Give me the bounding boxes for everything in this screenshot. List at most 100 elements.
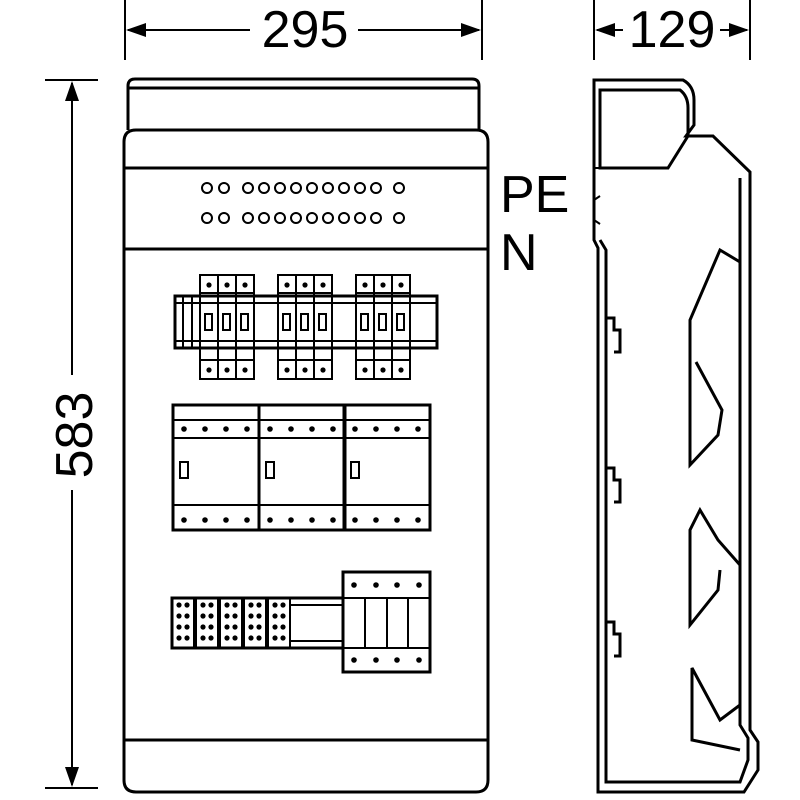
screw xyxy=(200,624,206,630)
screw xyxy=(267,517,273,523)
screw xyxy=(272,602,278,608)
screw xyxy=(320,367,326,373)
screw xyxy=(373,517,379,523)
pe-label: PE xyxy=(500,166,569,224)
toggle xyxy=(360,313,369,331)
screw xyxy=(223,517,229,523)
terminal-hole xyxy=(201,212,213,224)
side-profile-outer xyxy=(592,78,760,794)
terminal-column xyxy=(195,597,219,649)
toggle xyxy=(300,313,309,331)
screw xyxy=(280,613,286,619)
breaker-pole xyxy=(391,274,411,380)
toggle xyxy=(378,313,387,331)
screw xyxy=(176,624,182,630)
screw xyxy=(284,367,290,373)
screw xyxy=(248,613,254,619)
breaker-pole xyxy=(373,274,393,380)
screw xyxy=(302,282,308,288)
depth-dimension: 129 xyxy=(593,0,751,60)
screw xyxy=(224,613,230,619)
rcd-module xyxy=(171,403,261,532)
screw xyxy=(184,613,190,619)
screw xyxy=(200,635,206,641)
rcd-module xyxy=(342,403,432,532)
breaker-pole xyxy=(313,274,333,380)
screw xyxy=(267,426,273,432)
screw xyxy=(280,602,286,608)
toggle xyxy=(282,313,291,331)
screw xyxy=(232,602,238,608)
terminal-hole xyxy=(218,182,230,194)
screw xyxy=(224,367,230,373)
screw xyxy=(208,602,214,608)
depth-dimension-label: 129 xyxy=(629,1,716,59)
screw xyxy=(351,582,357,588)
screw xyxy=(224,282,230,288)
screw xyxy=(415,517,421,523)
width-dimension-label: 295 xyxy=(262,1,349,59)
toggle xyxy=(222,313,231,331)
screw xyxy=(202,517,208,523)
terminal-hole xyxy=(218,212,230,224)
screw xyxy=(232,613,238,619)
screw xyxy=(206,282,212,288)
screw xyxy=(351,657,357,663)
terminal-block-row xyxy=(170,570,432,674)
terminal-hole xyxy=(274,182,286,194)
breaker-pole xyxy=(235,274,255,380)
screw xyxy=(309,517,315,523)
terminal-hole xyxy=(370,212,382,224)
screw xyxy=(184,602,190,608)
terminal-hole xyxy=(306,182,318,194)
terminal-row-pe xyxy=(201,182,405,194)
terminal-column xyxy=(243,597,267,649)
terminal-hole xyxy=(258,182,270,194)
screw xyxy=(309,426,315,432)
breaker-pole xyxy=(277,274,297,380)
screw xyxy=(380,367,386,373)
four-pole-module xyxy=(341,570,432,674)
screw xyxy=(362,367,368,373)
screw xyxy=(232,624,238,630)
toggle xyxy=(396,313,405,331)
screw xyxy=(208,624,214,630)
screw xyxy=(330,517,336,523)
screw xyxy=(352,517,358,523)
screw xyxy=(184,635,190,641)
terminal-hole xyxy=(322,182,334,194)
screw xyxy=(394,657,400,663)
toggle xyxy=(265,461,275,479)
toggle xyxy=(204,313,213,331)
screw xyxy=(208,635,214,641)
terminal-hole xyxy=(338,182,350,194)
screw xyxy=(272,613,278,619)
screw xyxy=(248,624,254,630)
rcd-row xyxy=(171,403,432,532)
n-label: N xyxy=(500,224,538,282)
side-profile-inner xyxy=(598,88,690,170)
screw xyxy=(256,624,262,630)
screw xyxy=(415,426,421,432)
height-dimension-label: 583 xyxy=(46,392,104,479)
screw xyxy=(256,635,262,641)
screw xyxy=(394,426,400,432)
screw xyxy=(224,602,230,608)
screw xyxy=(398,367,404,373)
screw xyxy=(242,282,248,288)
screw xyxy=(320,282,326,288)
screw xyxy=(272,635,278,641)
screw xyxy=(206,367,212,373)
screw xyxy=(176,635,182,641)
toggle xyxy=(179,461,189,479)
screw xyxy=(244,517,250,523)
terminal-hole xyxy=(201,182,213,194)
height-dimension: 583 xyxy=(45,79,104,789)
screw xyxy=(398,282,404,288)
terminal-hole xyxy=(242,182,254,194)
terminal-column xyxy=(219,597,243,649)
enclosure-body xyxy=(122,128,490,794)
terminal-hole xyxy=(274,212,286,224)
screw xyxy=(181,517,187,523)
screw xyxy=(200,613,206,619)
